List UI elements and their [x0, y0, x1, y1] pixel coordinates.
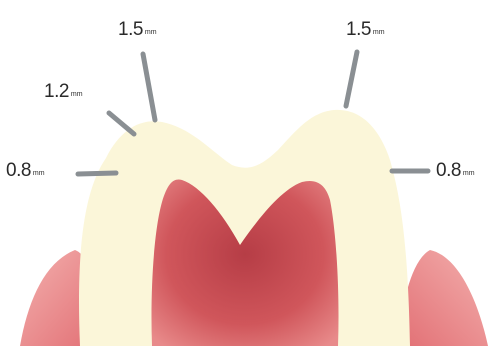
indicator-line-1.2: [109, 113, 134, 134]
indicator-line-1.5-left: [143, 54, 155, 120]
indicator-line-1.5-right: [346, 52, 357, 106]
indicator-line-0.8-left: [78, 173, 116, 174]
gum-right: [398, 250, 488, 346]
